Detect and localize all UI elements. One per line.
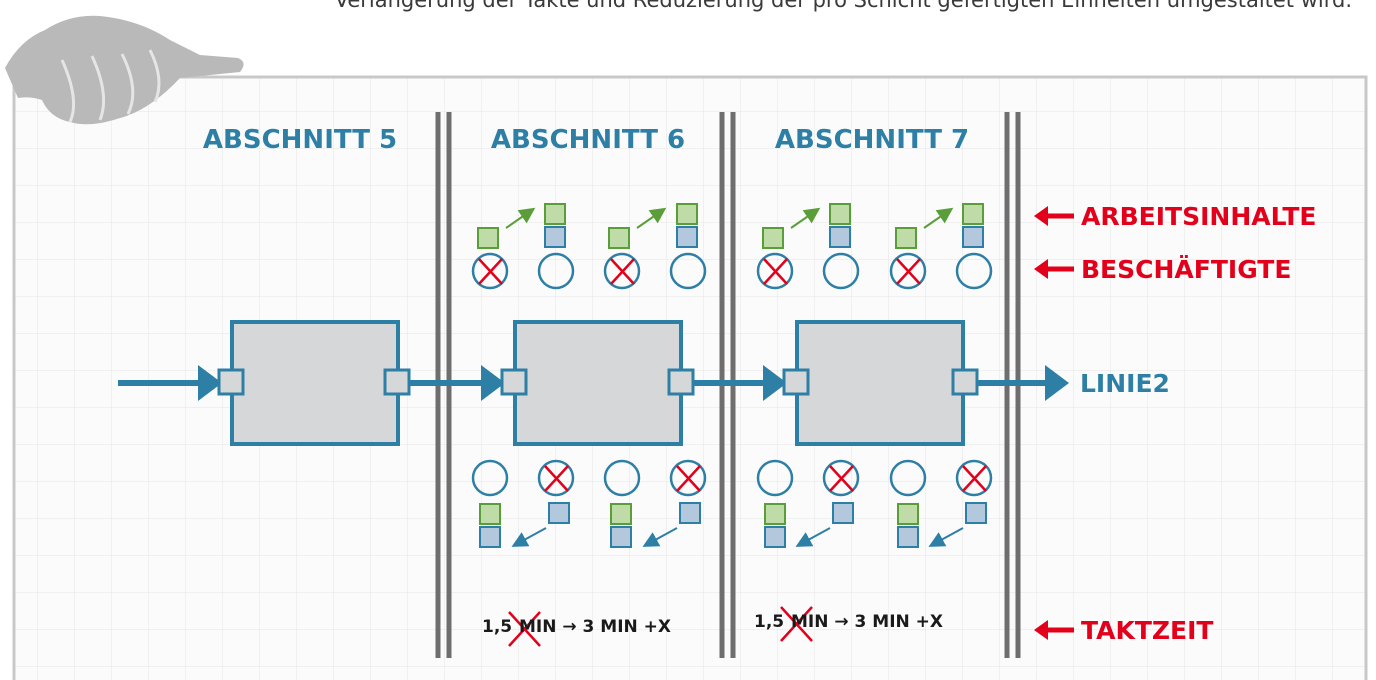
machine-section-6 (500, 320, 695, 446)
top-group-6a (471, 203, 575, 290)
bottom-group-6a (471, 459, 575, 548)
hand-icon (5, 15, 244, 125)
flow-line (118, 365, 1069, 401)
top-group-7a (756, 203, 860, 290)
takt-old-value: 1,5 (754, 612, 784, 632)
bottom-group-7a (756, 459, 860, 548)
taktzeit-text: TAKTZEIT (1081, 616, 1213, 645)
bottom-group-7b (889, 459, 993, 548)
takt-new-value: MIN → 3 MIN +X (519, 617, 671, 637)
bottom-group-6b (603, 459, 707, 548)
takt-label-section-7: 1,5 MIN → 3 MIN +X (754, 606, 943, 642)
section-title-5: ABSCHNITT 5 (203, 125, 397, 155)
section-title-6: ABSCHNITT 6 (491, 125, 685, 155)
arrow-left-icon (1034, 206, 1074, 226)
machine-section-7 (782, 320, 979, 446)
arrow-left-icon (1034, 620, 1074, 640)
worker-icon (537, 252, 575, 290)
section-title-7: ABSCHNITT 7 (775, 125, 969, 155)
strike-icon (508, 611, 541, 647)
arrow-left-icon (1034, 259, 1074, 279)
arbeitsinhalte-text: ARBEITSINHALTE (1081, 202, 1317, 231)
strike-icon (780, 606, 813, 642)
takt-old-value: 1,5 (482, 617, 512, 637)
takt-new-value: MIN → 3 MIN +X (791, 612, 943, 632)
label-arbeitsinhalte: ARBEITSINHALTE (1034, 202, 1317, 231)
work-content-square-icon (477, 227, 499, 249)
label-taktzeit: TAKTZEIT (1034, 616, 1213, 645)
line-label: LINIE2 (1080, 369, 1170, 398)
beschaeftigte-text: BESCHÄFTIGTE (1081, 254, 1291, 284)
top-group-7b (889, 203, 993, 290)
label-beschaeftigte: BESCHÄFTIGTE (1034, 254, 1291, 284)
caption-text: Verlängerung der Takte und Reduzierung d… (334, 0, 1352, 12)
machine-section-5 (217, 320, 411, 446)
takt-label-section-6: 1,5 MIN → 3 MIN +X (482, 611, 671, 647)
crossed-worker-icon (471, 252, 509, 290)
top-group-6b (603, 203, 707, 290)
